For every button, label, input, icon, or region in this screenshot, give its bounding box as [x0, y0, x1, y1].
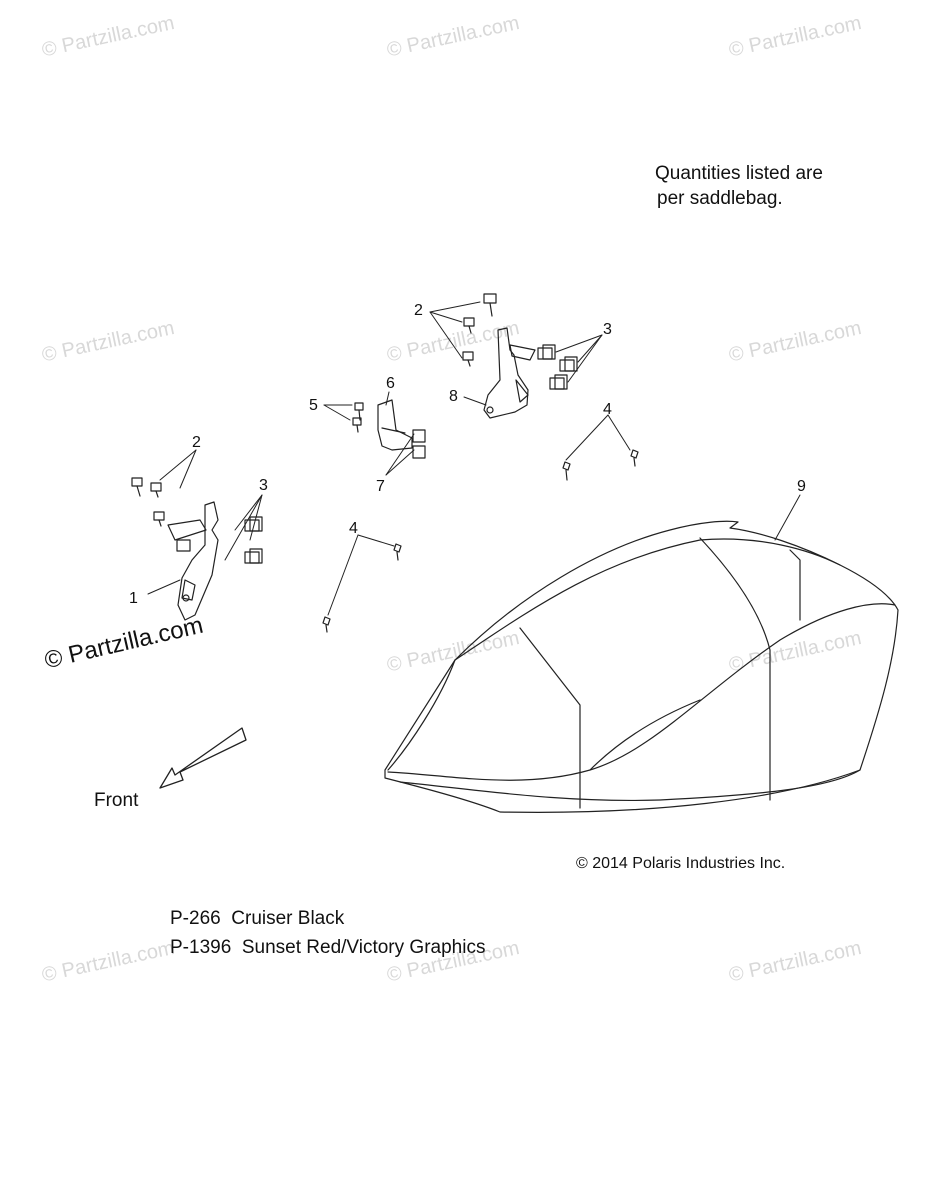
quantity-note-line1: Quantities listed are: [655, 163, 823, 184]
saddlebag-shape: [384, 520, 899, 813]
strap-clip-shape: [377, 399, 413, 451]
callout-3: 3: [603, 321, 612, 338]
front-label: Front: [94, 790, 139, 811]
front-arrow: [159, 727, 247, 789]
paint-description: Sunset Red/Victory Graphics: [241, 937, 486, 958]
callout-5: 5: [309, 397, 318, 414]
paint-code-row: P-266 Cruiser Black: [170, 904, 344, 933]
callout-4: 4: [603, 401, 612, 418]
callout-numbers: 1 2 2 3 3 4 4 5 6 7 8 9: [129, 302, 806, 607]
screws-shape: [131, 293, 639, 633]
callout-9: 9: [797, 478, 806, 495]
paint-code: P-266: [170, 908, 221, 929]
paint-code-row: P-1396 Sunset Red/Victory Graphics: [170, 933, 485, 962]
callout-2: 2: [414, 302, 423, 319]
callout-6: 6: [386, 375, 395, 392]
paint-code: P-1396: [170, 937, 232, 958]
callout-8: 8: [449, 388, 458, 405]
left-bracket-shape: [167, 501, 219, 621]
callout-4: 4: [349, 520, 358, 537]
leader-lines: [147, 301, 801, 616]
paint-description: Cruiser Black: [231, 908, 345, 929]
callout-3: 3: [259, 477, 268, 494]
clip-nuts-shape: [176, 344, 578, 564]
callout-1: 1: [129, 590, 138, 607]
upper-bracket-shape: [483, 327, 536, 419]
callout-7: 7: [376, 478, 385, 495]
copyright-text: © 2014 Polaris Industries Inc.: [576, 855, 786, 872]
callout-2: 2: [192, 434, 201, 451]
quantity-note-line2: per saddlebag.: [657, 188, 783, 209]
